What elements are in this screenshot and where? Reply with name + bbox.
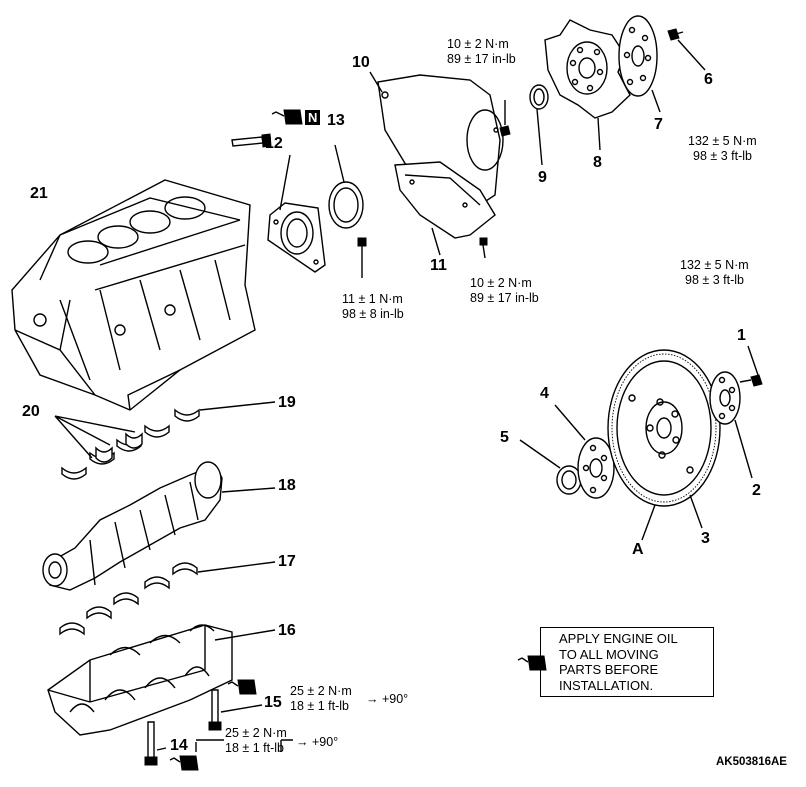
label-4: 4 bbox=[540, 385, 549, 402]
torque-imperial: 98 ± 3 ft-lb bbox=[693, 149, 752, 163]
drive-plate-assembly-drawing bbox=[529, 15, 706, 166]
torque-imperial: 98 ± 8 in-lb bbox=[342, 307, 404, 321]
seal-case-drawing bbox=[231, 133, 326, 273]
note-line: PARTS BEFORE bbox=[559, 662, 659, 677]
bearing-cap-drawing bbox=[47, 624, 276, 736]
torque-spec-11-right: 10 ± 2 N·m 89 ± 17 in-lb bbox=[470, 276, 539, 306]
oil-can-icon bbox=[517, 655, 547, 671]
torque-spec-14: 25 ± 2 N·m 18 ± 1 ft-lb bbox=[225, 726, 287, 756]
note-line: TO ALL MOVING bbox=[559, 646, 659, 662]
crankshaft-drawing bbox=[42, 461, 276, 591]
label-11: 11 bbox=[430, 257, 447, 274]
torque-imperial: 18 ± 1 ft-lb bbox=[290, 699, 349, 713]
torque-nm: 10 ± 2 N·m bbox=[470, 276, 532, 290]
torque-nm: 132 ± 5 N·m bbox=[688, 134, 757, 148]
flywheel-assembly-drawing bbox=[519, 345, 763, 541]
rear-plate-drawing bbox=[357, 71, 511, 278]
cylinder-block-drawing bbox=[11, 179, 256, 411]
torque-imperial: 89 ± 17 in-lb bbox=[470, 291, 539, 305]
torque-angle-15: → +90° bbox=[366, 692, 409, 706]
label-7: 7 bbox=[654, 116, 663, 133]
label-1: 1 bbox=[737, 327, 746, 344]
label-19: 19 bbox=[278, 394, 296, 411]
label-2: 2 bbox=[752, 482, 761, 499]
label-15: 15 bbox=[264, 694, 282, 711]
torque-spec-15: 25 ± 2 N·m 18 ± 1 ft-lb bbox=[290, 684, 352, 714]
torque-spec-6: 132 ± 5 N·m 98 ± 3 ft-lb bbox=[688, 134, 757, 164]
torque-nm: 25 ± 2 N·m bbox=[290, 684, 352, 698]
oil-can-icon bbox=[169, 755, 199, 771]
note-line: APPLY ENGINE OIL bbox=[559, 631, 678, 646]
note-line: INSTALLATION. bbox=[559, 677, 654, 693]
label-10: 10 bbox=[352, 54, 370, 71]
label-14: 14 bbox=[170, 737, 188, 754]
torque-nm: 132 ± 5 N·m bbox=[680, 258, 749, 272]
label-16: 16 bbox=[278, 622, 296, 639]
torque-imperial: 18 ± 1 ft-lb bbox=[225, 741, 284, 755]
torque-angle-14: → +90° bbox=[296, 735, 339, 749]
oil-note-box: APPLY ENGINE OIL TO ALL MOVING PARTS BEF… bbox=[540, 627, 714, 697]
torque-nm: 11 ± 1 N·m bbox=[342, 292, 403, 306]
oil-can-icon bbox=[271, 109, 303, 125]
torque-nm: 10 ± 2 N·m bbox=[447, 37, 509, 51]
oil-seal-drawing bbox=[328, 144, 364, 229]
torque-spec-11-left: 11 ± 1 N·m 98 ± 8 in-lb bbox=[342, 292, 404, 322]
label-12: 12 bbox=[265, 135, 283, 152]
label-9: 9 bbox=[538, 169, 547, 186]
torque-nm: 25 ± 2 N·m bbox=[225, 726, 287, 740]
label-18: 18 bbox=[278, 477, 296, 494]
oil-can-icon bbox=[227, 679, 257, 695]
label-17: 17 bbox=[278, 553, 296, 570]
label-5: 5 bbox=[500, 429, 509, 446]
label-20: 20 bbox=[22, 403, 40, 420]
label-n-symbol: N bbox=[308, 110, 318, 125]
label-21: 21 bbox=[30, 185, 48, 202]
non-reusable-N-icon bbox=[305, 110, 320, 125]
figure-code: AK503816AE bbox=[716, 756, 787, 768]
torque-imperial: 89 ± 17 in-lb bbox=[447, 52, 516, 66]
bolts-drawing bbox=[144, 689, 293, 766]
label-3: 3 bbox=[701, 530, 710, 547]
torque-spec-10-top: 10 ± 2 N·m 89 ± 17 in-lb bbox=[447, 37, 516, 67]
torque-imperial: 98 ± 3 ft-lb bbox=[685, 273, 744, 287]
label-a: A bbox=[632, 541, 644, 558]
label-13: 13 bbox=[327, 112, 345, 129]
label-6: 6 bbox=[704, 71, 713, 88]
label-8: 8 bbox=[593, 154, 602, 171]
bearings-drawing bbox=[54, 401, 276, 636]
torque-spec-1: 132 ± 5 N·m 98 ± 3 ft-lb bbox=[680, 258, 749, 288]
oil-note-text: APPLY ENGINE OIL TO ALL MOVING PARTS BEF… bbox=[559, 631, 678, 693]
